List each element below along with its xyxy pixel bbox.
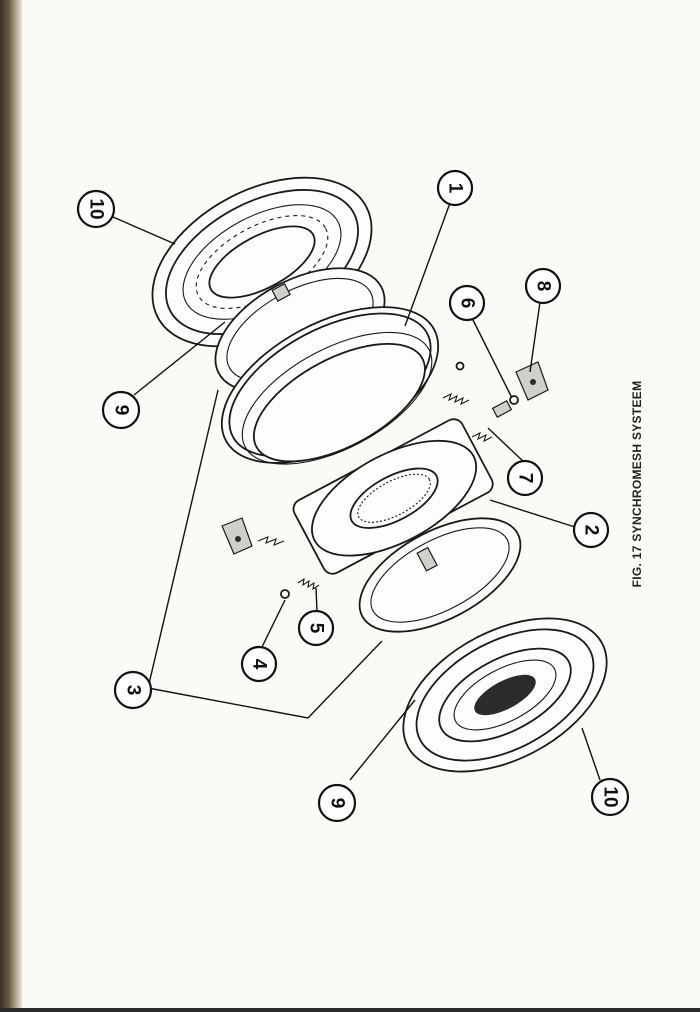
svg-text:8: 8 — [533, 281, 554, 292]
ball-4 — [280, 589, 290, 599]
svg-text:4: 4 — [249, 659, 270, 670]
spring-upper — [442, 361, 470, 406]
synchro-ring-bottom — [358, 517, 522, 633]
book-spine-shadow — [0, 0, 22, 1012]
svg-text:9: 9 — [111, 405, 132, 416]
svg-text:6: 6 — [457, 298, 478, 309]
svg-text:5: 5 — [306, 623, 327, 634]
svg-text:10: 10 — [600, 786, 621, 807]
sliding-sleeve — [220, 306, 440, 465]
callout-9-bottom: 9 — [317, 783, 357, 823]
callout-10-bottom: 10 — [590, 777, 630, 817]
callout-2: 2 — [572, 511, 610, 549]
synchro-hub — [292, 418, 494, 575]
page-bottom-edge — [0, 1008, 700, 1012]
spring-5 — [297, 577, 320, 591]
callout-7: 7 — [506, 459, 544, 497]
callout-6: 6 — [448, 284, 486, 322]
shifting-key-left — [221, 517, 285, 555]
callout-4: 4 — [240, 645, 278, 683]
svg-text:7: 7 — [515, 473, 536, 484]
callout-9-top: 9 — [101, 390, 141, 430]
svg-text:1: 1 — [445, 183, 466, 194]
callout-10-top: 10 — [76, 189, 116, 229]
figure-caption: FIG. 17 SYNCHROMESH SYSTEEM — [630, 380, 644, 588]
gear-bottom — [402, 617, 608, 773]
svg-text:10: 10 — [86, 198, 107, 219]
callout-1: 1 — [436, 169, 474, 207]
callout-8: 8 — [524, 267, 562, 305]
callout-5: 5 — [297, 609, 335, 647]
svg-text:3: 3 — [123, 685, 144, 696]
leader-lines — [112, 202, 601, 781]
shifting-key-8 — [515, 361, 549, 401]
svg-text:9: 9 — [327, 798, 348, 809]
detent-pin-6-7 — [471, 395, 519, 443]
svg-text:2: 2 — [581, 525, 602, 536]
callout-3: 3 — [113, 670, 153, 710]
